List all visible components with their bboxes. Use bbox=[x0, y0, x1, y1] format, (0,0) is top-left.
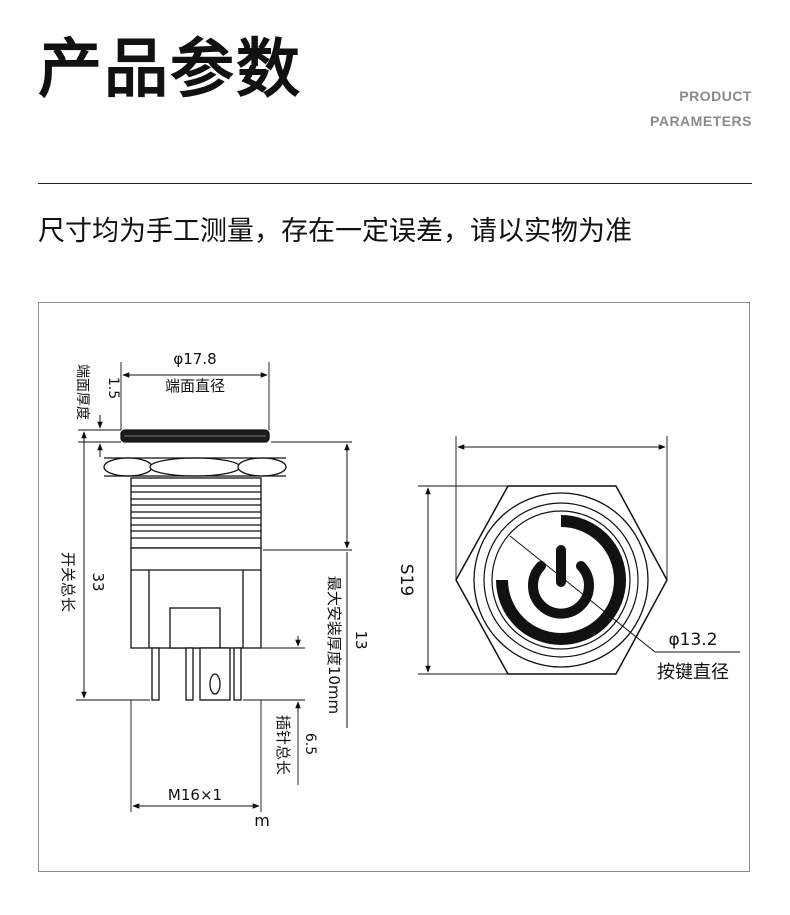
thread-value: M16×1 bbox=[168, 786, 222, 804]
outer-ring bbox=[473, 492, 649, 668]
subtitle-line-2: PARAMETERS bbox=[650, 113, 752, 129]
max-install-value: 13 bbox=[352, 630, 370, 649]
drawing-frame bbox=[38, 302, 750, 872]
terminal-pins bbox=[151, 647, 242, 701]
led-ring-right bbox=[560, 515, 626, 645]
total-length-label: 开关总长 bbox=[59, 552, 77, 612]
button-diameter-leader bbox=[509, 535, 656, 653]
bezel-ring bbox=[483, 502, 639, 658]
header-divider bbox=[38, 183, 752, 184]
button-diameter-value: φ13.2 bbox=[668, 630, 717, 650]
pin-length-value: 6.5 bbox=[302, 733, 318, 755]
button-diameter-label: 按键直径 bbox=[657, 662, 729, 683]
head-thickness-label: 端面厚度 bbox=[74, 364, 90, 420]
hex-nut bbox=[103, 457, 287, 477]
head-thickness-value: 1.5 bbox=[105, 377, 121, 399]
subtitle-line-1: PRODUCT bbox=[679, 88, 752, 104]
page-title: 产品参数 bbox=[38, 33, 302, 107]
measurement-note: 尺寸均为手工测量，存在一定误差，请以实物为准 bbox=[38, 216, 632, 247]
max-install-label: 最大安装厚度10mm bbox=[325, 576, 343, 714]
head-diameter-value: φ17.8 bbox=[173, 350, 216, 368]
button-ring bbox=[491, 510, 631, 650]
total-length-value: 33 bbox=[89, 572, 107, 591]
side-view bbox=[76, 362, 352, 812]
hex-size-value: S19 bbox=[396, 564, 416, 596]
pin-length-label: 插针总长 bbox=[274, 715, 292, 775]
head-diameter-label: 端面直径 bbox=[165, 377, 225, 395]
stray-mark: m bbox=[254, 811, 270, 830]
front-view bbox=[418, 436, 740, 675]
threaded-body bbox=[130, 477, 262, 549]
led-ring-left bbox=[496, 579, 562, 645]
lower-housing bbox=[130, 547, 262, 649]
